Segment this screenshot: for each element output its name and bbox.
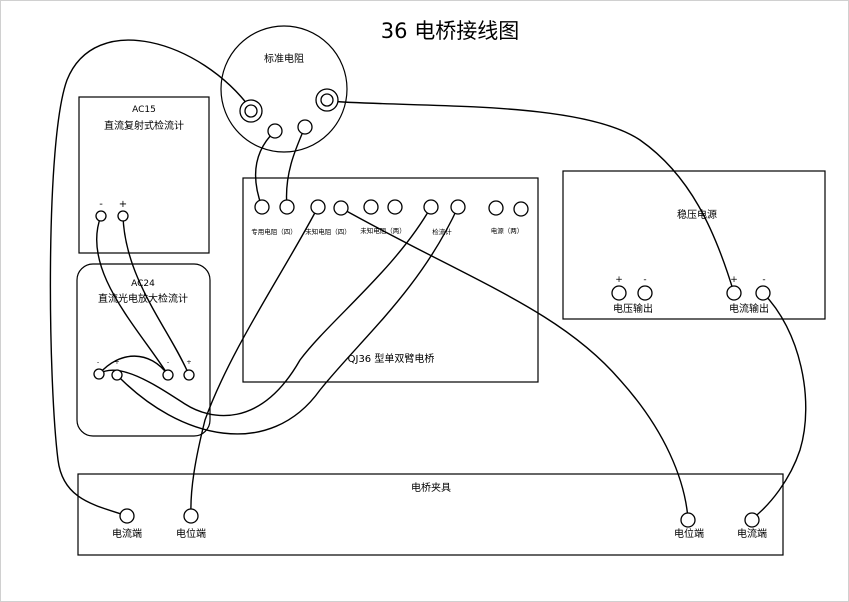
std-current-terminal-left[interactable]	[239, 99, 263, 123]
clamp-terminal-label-1: 电流端	[112, 527, 142, 540]
bridge-group-unknown4: 未知电阻（四）	[305, 227, 351, 236]
ac15-plus-terminal[interactable]	[117, 210, 129, 222]
bridge-group-power: 电源（两）	[491, 226, 524, 235]
bridge-power-terminal-1[interactable]	[488, 200, 504, 216]
bridge-unknown4-terminal-1[interactable]	[310, 199, 326, 215]
ac24-plus-sign-1: +	[114, 358, 119, 366]
psu-name: 稳压电源	[677, 208, 717, 221]
wires	[49, 39, 807, 520]
bridge-power-terminal-2[interactable]	[513, 201, 529, 217]
wire-bridge-galv-1	[98, 206, 432, 417]
wire-bridge-unknown-to-clamp-potential-right	[340, 207, 689, 520]
std-potential-terminal-1[interactable]	[267, 123, 283, 139]
bridge-unknown2-terminal-1[interactable]	[363, 199, 379, 215]
wire-ac24-internal	[98, 355, 169, 376]
wire-std-to-clamp-current-left	[49, 39, 252, 517]
ac24-terminal-4[interactable]	[183, 369, 195, 381]
bridge-dedicated-terminal-2[interactable]	[279, 199, 295, 215]
psu-voltage-plus-sign: +	[615, 275, 623, 285]
std-current-terminal-right[interactable]	[315, 88, 339, 112]
clamp-current-terminal-left[interactable]	[119, 508, 135, 524]
ac15-name: 直流复射式检流计	[104, 119, 184, 132]
wire-ac15-plus-to-ac24	[122, 215, 190, 376]
wire-psu-current-minus-to-clamp	[751, 292, 807, 520]
ac24-plus-sign-2: +	[186, 358, 191, 366]
ac24-minus-sign-2: -	[167, 358, 170, 366]
ac24-galvanometer-box	[76, 263, 211, 437]
psu-current-minus-sign: -	[762, 275, 765, 285]
psu-voltage-minus-terminal[interactable]	[637, 285, 653, 301]
psu-current-minus-terminal[interactable]	[755, 285, 771, 301]
ac24-name: 直流光电放大检流计	[98, 292, 188, 305]
power-supply-box	[562, 170, 826, 320]
std-potential-terminal-2[interactable]	[297, 119, 313, 135]
standard-resistor-label: 标准电阻	[264, 52, 304, 65]
clamp-potential-terminal-left[interactable]	[183, 508, 199, 524]
ac15-plus-sign: +	[119, 199, 127, 210]
psu-current-plus-sign: +	[730, 275, 738, 285]
clamp-terminal-label-3: 电位端	[674, 527, 704, 540]
clamp-potential-terminal-right[interactable]	[680, 512, 696, 528]
wire-std-to-psu-current-plus	[326, 100, 735, 294]
wire-std-potential-1	[254, 130, 276, 208]
psu-current-plus-terminal[interactable]	[726, 285, 742, 301]
clamp-current-terminal-right[interactable]	[744, 512, 760, 528]
ac24-terminal-1[interactable]	[93, 368, 105, 380]
ac15-model: AC15	[132, 105, 156, 115]
wire-bridge-galv-2	[116, 206, 459, 435]
diagram-title: 36 电桥接线图	[381, 19, 519, 43]
ac15-galvanometer-box	[78, 96, 210, 254]
ac24-terminal-3[interactable]	[162, 369, 174, 381]
ac24-terminal-2[interactable]	[111, 369, 123, 381]
bridge-galv-terminal-2[interactable]	[450, 199, 466, 215]
bridge-group-unknown2: 未知电阻（两）	[360, 226, 406, 235]
ac24-minus-sign-1: -	[97, 358, 100, 366]
bridge-unknown2-terminal-2[interactable]	[387, 199, 403, 215]
bridge-group-dedicated: 专用电阻（四）	[251, 227, 297, 236]
clamp-terminal-label-2: 电位端	[176, 527, 206, 540]
bridge-group-galv: 检流计	[432, 227, 452, 236]
bridge-galv-terminal-1[interactable]	[423, 199, 439, 215]
bridge-dedicated-terminal-1[interactable]	[254, 199, 270, 215]
wire-ac15-minus-to-ac24	[95, 215, 169, 376]
wire-bridge-unknown-to-clamp-potential-left	[190, 206, 319, 517]
ac15-minus-sign: -	[99, 199, 103, 210]
clamp-terminal-label-4: 电流端	[737, 527, 767, 540]
bridge-name: QJ36 型单双臂电桥	[348, 352, 435, 365]
psu-voltage-output-label: 电压输出	[613, 302, 653, 315]
clamp-name: 电桥夹具	[411, 481, 451, 494]
bridge-unknown4-terminal-2[interactable]	[333, 200, 349, 216]
ac15-minus-terminal[interactable]	[95, 210, 107, 222]
psu-voltage-minus-sign: -	[643, 275, 646, 285]
psu-current-output-label: 电流输出	[729, 302, 769, 315]
psu-voltage-plus-terminal[interactable]	[611, 285, 627, 301]
ac24-model: AC24	[131, 279, 155, 289]
